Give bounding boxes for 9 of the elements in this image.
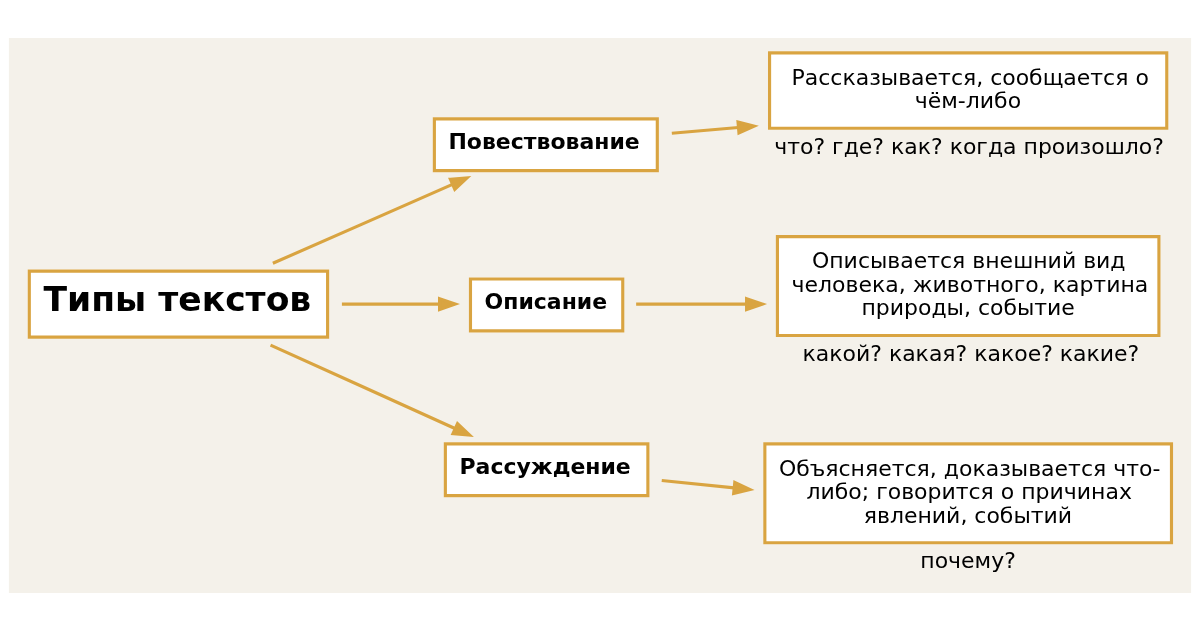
node-label: что? где? как? когда произошло?	[774, 133, 1164, 159]
arrow	[272, 175, 472, 265]
arrow	[636, 295, 768, 312]
node-label: почему?	[920, 547, 1016, 573]
arrow	[341, 295, 460, 312]
arrow	[671, 119, 759, 135]
arrow	[661, 478, 755, 495]
node-label: какой? какая? какое? какие?	[802, 340, 1140, 366]
arrow	[269, 343, 474, 437]
